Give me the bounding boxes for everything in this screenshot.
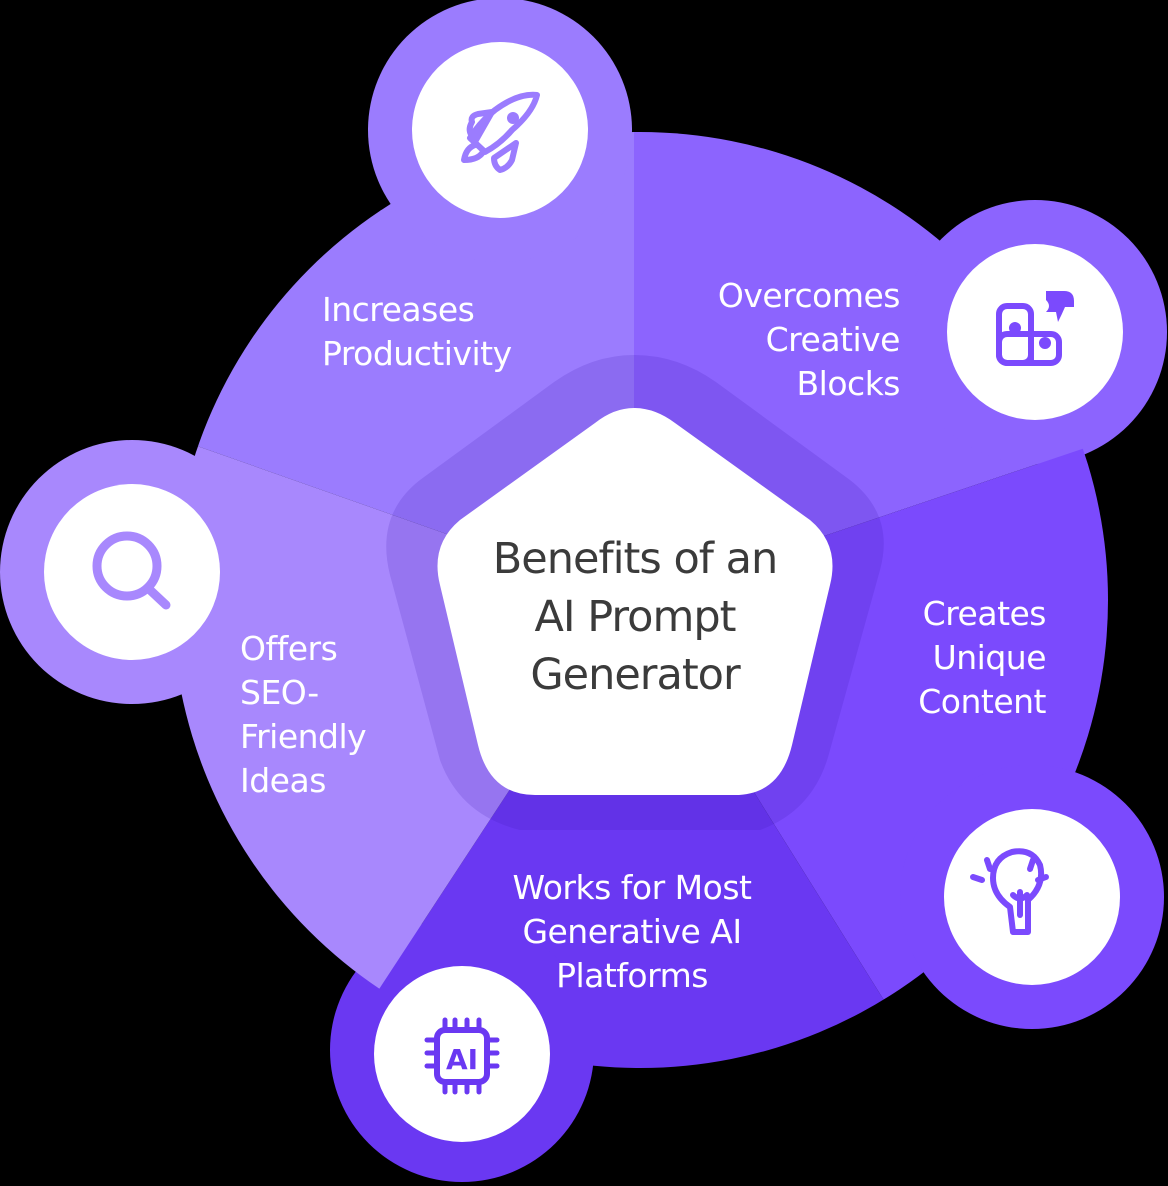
- label-line: Productivity: [322, 334, 512, 373]
- center-pentagon: [437, 408, 833, 795]
- label-line: Increases: [322, 290, 475, 329]
- label-line: Friendly: [240, 717, 367, 756]
- label-line: Ideas: [240, 761, 326, 800]
- rocket-icon: [461, 91, 540, 173]
- label-line: Offers: [240, 629, 338, 668]
- label-increases-productivity: Increases Productivity: [322, 288, 512, 376]
- label-line: Content: [918, 682, 1046, 721]
- icon-circle-rocket: [412, 42, 588, 218]
- label-line: Creative: [765, 320, 901, 359]
- ai-chip-text: AI: [446, 1043, 478, 1076]
- label-line: Generative AI: [522, 912, 742, 951]
- title-line: Benefits of an: [492, 534, 778, 584]
- label-line: SEO-: [240, 673, 319, 712]
- label-line: Creates: [922, 594, 1047, 633]
- label-line: Platforms: [556, 956, 708, 995]
- label-line: Unique: [932, 638, 1047, 677]
- label-line: Blocks: [796, 364, 901, 403]
- ai-chip-icon: AI: [424, 1017, 500, 1095]
- label-line: Overcomes: [717, 276, 901, 315]
- label-line: Works for Most: [512, 868, 752, 907]
- search-icon: [92, 531, 171, 610]
- title-line: Generator: [530, 650, 740, 700]
- label-works-for-most-platforms: Works for Most Generative AI Platforms: [472, 866, 792, 998]
- label-seo-friendly-ideas: Offers SEO- Friendly Ideas: [240, 627, 367, 803]
- label-overcomes-creative-blocks: Overcomes Creative Blocks: [660, 274, 901, 406]
- title-line: AI Prompt: [534, 592, 736, 642]
- puzzle-icon: [996, 291, 1074, 366]
- lightbulb-icon: [970, 848, 1049, 935]
- center-title: Benefits of an AI Prompt Generator: [440, 530, 830, 704]
- label-creates-unique-content: Creates Unique Content: [846, 592, 1046, 724]
- icon-circle-ai: [374, 966, 550, 1142]
- icon-circle-search: [44, 484, 220, 660]
